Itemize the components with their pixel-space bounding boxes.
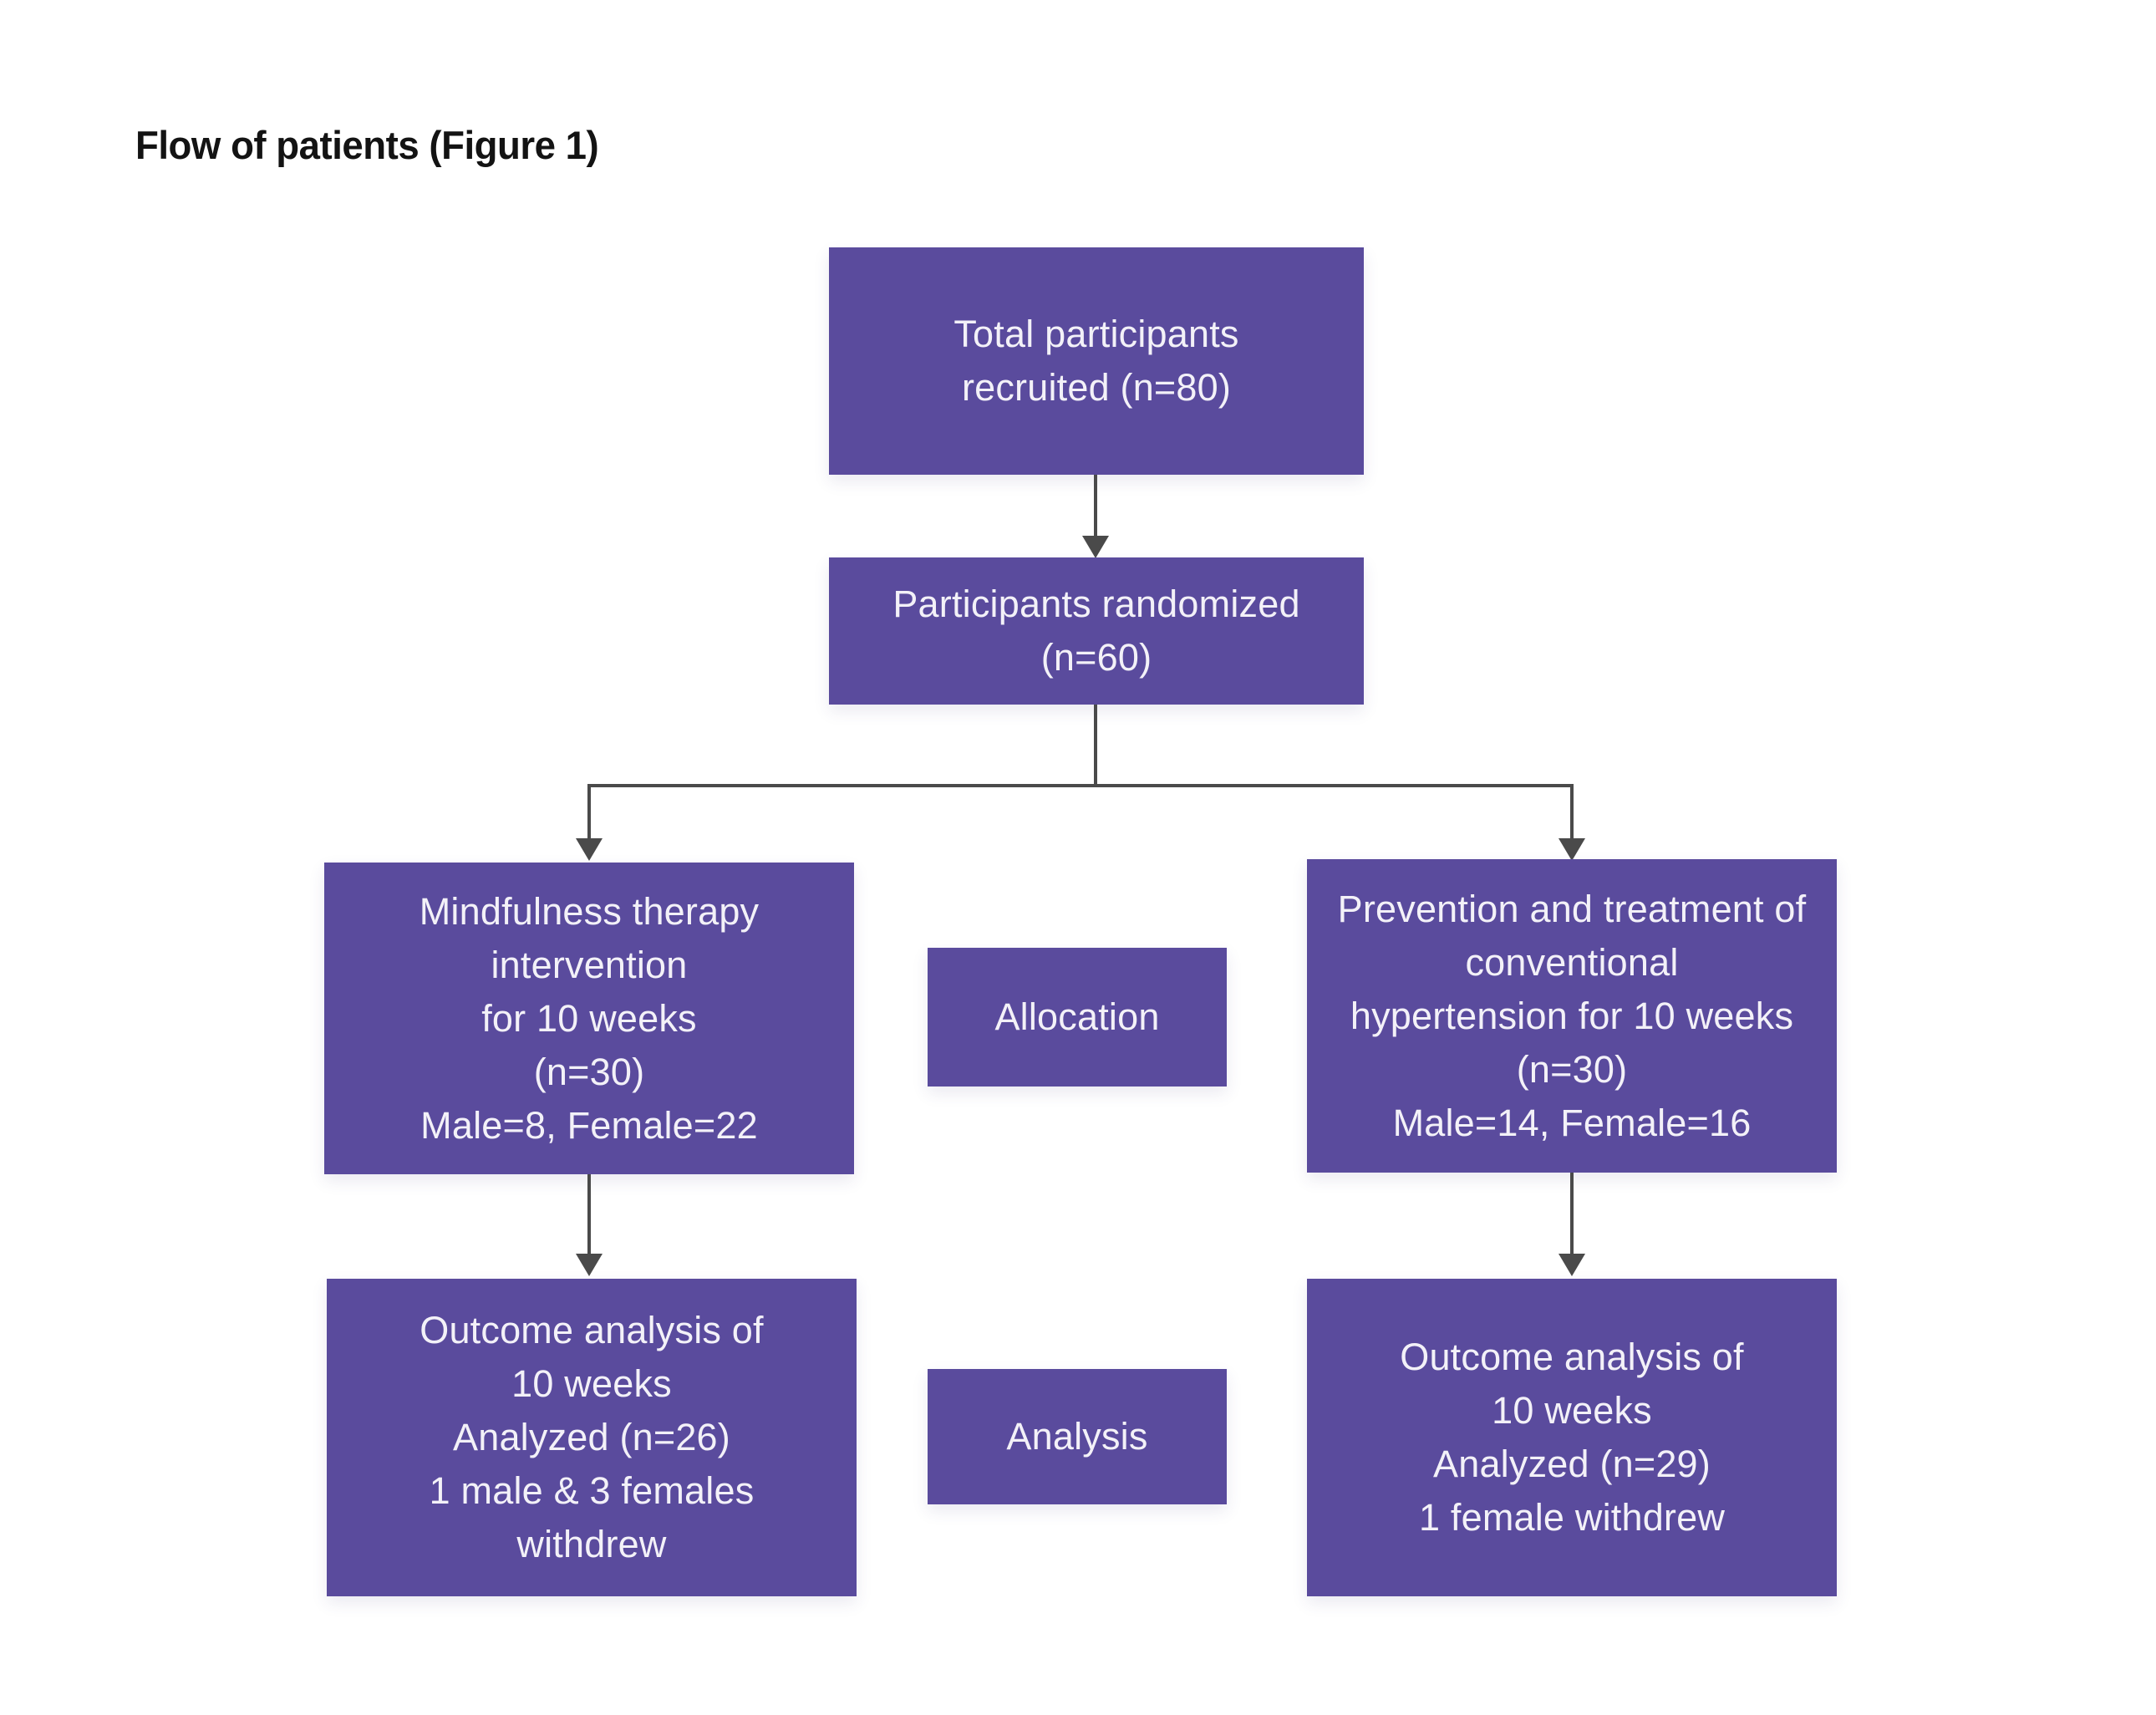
node-stage-analysis: Analysis	[928, 1369, 1227, 1504]
arrowhead-down-icon	[1559, 838, 1585, 861]
node-text-line: (n=60)	[1040, 636, 1152, 679]
node-text-line: conventional	[1465, 940, 1679, 984]
node-text-line: intervention	[491, 943, 688, 986]
node-text-line: Prevention and treatment of	[1337, 887, 1807, 930]
node-text-line: 10 weeks	[511, 1362, 672, 1405]
arrowhead-down-icon	[1559, 1254, 1585, 1276]
arrowhead-down-icon	[576, 1254, 603, 1276]
node-stage-allocation: Allocation	[928, 948, 1227, 1087]
connector-split-left	[587, 784, 591, 841]
connector-recruited-randomized	[1094, 475, 1097, 537]
node-text-line: Analysis	[1006, 1415, 1148, 1458]
node-mindfulness-arm: Mindfulness therapy intervention for 10 …	[324, 863, 854, 1174]
node-text-line: 10 weeks	[1492, 1389, 1652, 1432]
node-text-line: Mindfulness therapy	[419, 889, 760, 933]
node-text-line: 1 male & 3 females	[429, 1469, 755, 1512]
connector-split-horizontal	[587, 784, 1574, 787]
node-text-line: withdrew	[516, 1523, 667, 1565]
node-text-line: Male=14, Female=16	[1392, 1101, 1752, 1144]
node-text-line: Participants randomized	[892, 583, 1300, 625]
node-text-line: Analyzed (n=29)	[1433, 1443, 1711, 1485]
node-outcome-conventional: Outcome analysis of 10 weeks Analyzed (n…	[1307, 1279, 1837, 1596]
node-text-line: recruited (n=80)	[961, 366, 1232, 409]
node-outcome-mindfulness: Outcome analysis of 10 weeks Analyzed (n…	[327, 1279, 857, 1596]
node-randomized: Participants randomized (n=60)	[829, 557, 1364, 705]
node-text-line: 1 female withdrew	[1418, 1496, 1726, 1539]
connector-mindfulness-outcome	[587, 1174, 591, 1255]
node-text-line: Male=8, Female=22	[420, 1103, 758, 1147]
figure-title: Flow of patients (Figure 1)	[135, 123, 599, 167]
node-text-line: (n=30)	[1516, 1047, 1628, 1091]
arrowhead-down-icon	[576, 838, 603, 861]
connector-split-right	[1570, 784, 1574, 841]
node-text-line: Allocation	[994, 995, 1160, 1038]
node-text-line: hypertension for 10 weeks	[1350, 994, 1794, 1037]
arrowhead-down-icon	[1082, 536, 1109, 558]
node-conventional-arm: Prevention and treatment of conventional…	[1307, 859, 1837, 1173]
node-text-line: (n=30)	[533, 1050, 645, 1093]
node-text-line: Outcome analysis of	[420, 1309, 764, 1351]
connector-randomized-stem	[1094, 705, 1097, 787]
node-text-line: Analyzed (n=26)	[453, 1416, 730, 1458]
node-text-line: for 10 weeks	[481, 996, 697, 1040]
node-text-line: Outcome analysis of	[1400, 1336, 1744, 1378]
node-text-line: Total participants	[953, 313, 1239, 355]
connector-prevention-outcome	[1570, 1173, 1574, 1255]
node-total-recruited: Total participants recruited (n=80)	[829, 247, 1364, 475]
